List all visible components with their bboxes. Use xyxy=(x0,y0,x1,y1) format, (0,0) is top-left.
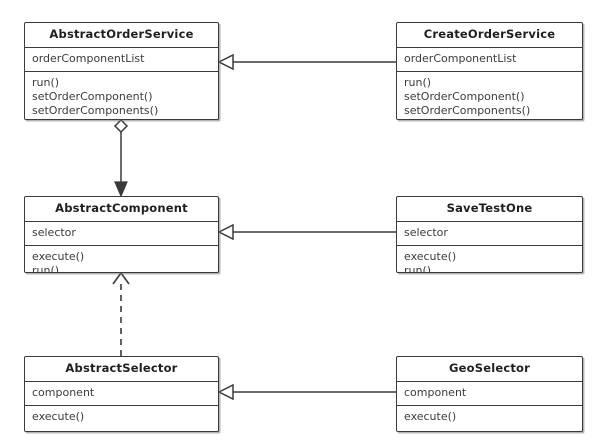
class-operation: setOrderComponents() xyxy=(404,104,531,117)
class-title: AbstractSelector xyxy=(25,357,218,382)
class-operations: execute() xyxy=(397,406,582,429)
class-box-abstract-component[interactable]: AbstractComponent selector execute() run… xyxy=(24,196,219,273)
class-operations: run() setOrderComponent() setOrderCompon… xyxy=(25,72,218,119)
class-operation: execute() xyxy=(32,410,85,423)
class-attributes: component xyxy=(397,382,582,406)
class-title: GeoSelector xyxy=(397,357,582,382)
class-box-geo-selector[interactable]: GeoSelector component execute() xyxy=(396,356,583,432)
class-attributes: selector xyxy=(397,222,582,246)
class-attributes: orderComponentList xyxy=(25,48,218,72)
class-box-create-order-service[interactable]: CreateOrderService orderComponentList ru… xyxy=(396,22,583,120)
class-operations: execute() run() xyxy=(397,246,582,273)
class-attribute: orderComponentList xyxy=(404,52,517,65)
class-operation: setOrderComponent() xyxy=(404,90,525,103)
connector-dependency-selector-component xyxy=(112,271,130,356)
class-operations: execute() run() xyxy=(25,246,218,273)
class-operation: execute() xyxy=(404,410,457,423)
class-title: SaveTestOne xyxy=(397,197,582,222)
connector-generalization-save-test-one xyxy=(217,223,396,241)
class-operation: setOrderComponent() xyxy=(32,90,153,103)
class-operation: run() xyxy=(32,264,60,273)
class-operations: run() setOrderComponent() setOrderCompon… xyxy=(397,72,582,119)
class-box-abstract-order-service[interactable]: AbstractOrderService orderComponentList … xyxy=(24,22,219,120)
class-attribute: orderComponentList xyxy=(32,52,145,65)
connector-aggregation-order-service-component xyxy=(113,118,129,198)
class-operation: execute() xyxy=(404,250,457,263)
class-attributes: component xyxy=(25,382,218,406)
class-title: AbstractOrderService xyxy=(25,23,218,48)
class-box-save-test-one[interactable]: SaveTestOne selector execute() run() xyxy=(396,196,583,273)
class-box-abstract-selector[interactable]: AbstractSelector component execute() xyxy=(24,356,219,432)
class-operation: execute() xyxy=(32,250,85,263)
class-operation: run() xyxy=(404,264,432,273)
class-operation: run() xyxy=(404,76,432,89)
class-title: CreateOrderService xyxy=(397,23,582,48)
class-operation: run() xyxy=(32,76,60,89)
class-attribute: selector xyxy=(32,226,76,239)
class-attribute: selector xyxy=(404,226,448,239)
class-attribute: component xyxy=(32,386,95,399)
connector-generalization-geo-selector xyxy=(217,383,396,401)
class-title: AbstractComponent xyxy=(25,197,218,222)
class-attribute: component xyxy=(404,386,467,399)
connector-generalization-create-order-service xyxy=(217,53,396,71)
class-operations: execute() xyxy=(25,406,218,429)
class-attributes: orderComponentList xyxy=(397,48,582,72)
class-attributes: selector xyxy=(25,222,218,246)
class-operation: setOrderComponents() xyxy=(32,104,159,117)
